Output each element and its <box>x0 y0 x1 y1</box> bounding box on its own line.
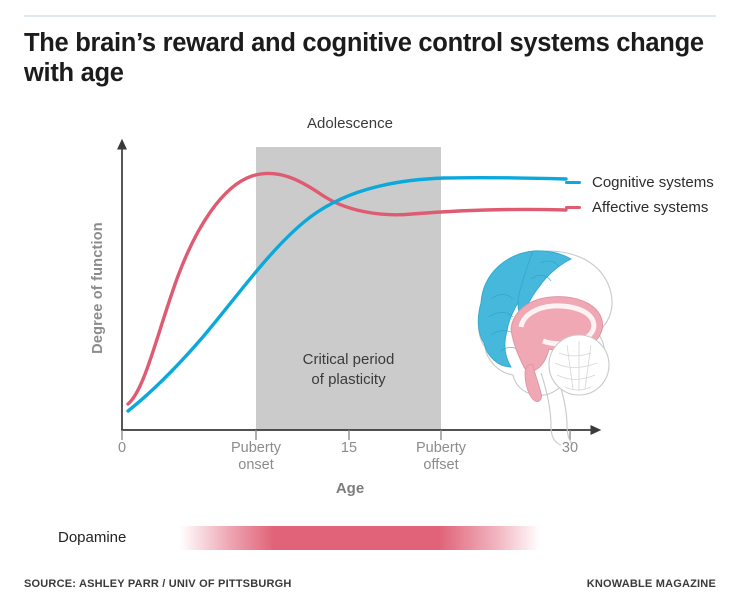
x-tick-puberty-offset-sublabel: offset <box>423 457 459 474</box>
x-tick-30: 30 <box>540 440 600 457</box>
adolescence-label: Adolescence <box>307 115 393 132</box>
cognitive-systems-curve <box>126 175 568 413</box>
x-tick-0-label: 0 <box>117 440 127 456</box>
critical-period-line2: of plasticity <box>311 371 386 389</box>
x-tick-15-label: 15 <box>340 440 358 456</box>
x-tick-0: 0 <box>92 440 152 457</box>
page-title: The brain’s reward and cognitive control… <box>24 29 704 88</box>
chart-legend: Cognitive systems Affective systems <box>565 170 714 220</box>
x-tick-15: 15 <box>319 440 379 457</box>
dopamine-label: Dopamine <box>58 529 127 546</box>
legend-label-cognitive: Cognitive systems <box>592 174 714 191</box>
legend-item-cognitive: Cognitive systems <box>565 170 714 195</box>
x-tick-puberty-onset: Puberty onset <box>206 440 306 475</box>
x-axis-ticks <box>121 430 571 440</box>
header-divider <box>24 15 716 17</box>
x-tick-puberty-onset-label: Puberty <box>231 440 281 456</box>
x-tick-puberty-offset: Puberty offset <box>391 440 491 475</box>
critical-period-line1: Critical period <box>302 351 395 368</box>
affective-systems-curve <box>126 171 568 406</box>
y-axis-title: Degree of function <box>90 222 106 354</box>
x-tick-puberty-onset-sublabel: onset <box>238 457 274 474</box>
brain-illustration <box>477 250 613 446</box>
x-tick-puberty-offset-label: Puberty <box>416 440 466 456</box>
legend-label-affective: Affective systems <box>592 199 709 216</box>
legend-item-affective: Affective systems <box>565 195 714 220</box>
legend-dash-affective-icon <box>565 206 581 209</box>
legend-dash-cognitive-icon <box>565 181 581 184</box>
dopamine-gradient-bar <box>180 526 540 550</box>
x-tick-30-label: 30 <box>561 440 579 456</box>
x-axis-title: Age <box>335 480 365 497</box>
publisher-credit: KNOWABLE MAGAZINE <box>586 578 716 590</box>
source-credit: SOURCE: ASHLEY PARR / UNIV OF PITTSBURGH <box>24 578 292 590</box>
critical-period-label: Critical period of plasticity <box>256 350 441 391</box>
